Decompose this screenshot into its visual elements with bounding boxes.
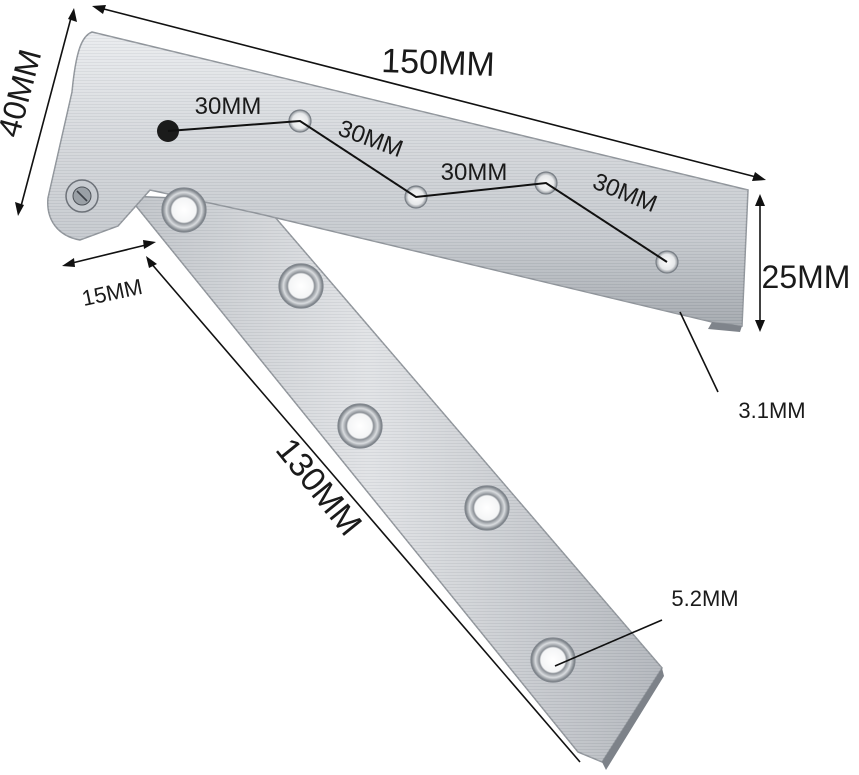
- spacing-label-1: 30MM: [195, 93, 262, 120]
- countersunk-hole: [337, 403, 383, 449]
- pivot-screw: [65, 179, 99, 213]
- label-15: 15MM: [80, 274, 145, 311]
- dimension-150: 150MM: [92, 5, 766, 181]
- label-150: 150MM: [381, 42, 496, 84]
- label-40: 40MM: [0, 46, 48, 141]
- countersunk-hole: [464, 485, 510, 531]
- spacing-label-3: 30MM: [441, 159, 508, 186]
- dimension-15: 15MM: [62, 240, 156, 311]
- countersunk-hole: [278, 263, 324, 309]
- hole-spacing-line: [167, 119, 668, 263]
- lower-arm-holes: [161, 187, 576, 683]
- leader-3.1: 3.1MM: [679, 311, 806, 423]
- top-arm: [47, 31, 749, 332]
- label-3.1: 3.1MM: [738, 398, 805, 423]
- leader-5.2: 5.2MM: [554, 586, 739, 667]
- countersunk-hole: [161, 187, 207, 233]
- dimension-25: 25MM: [755, 194, 850, 332]
- countersunk-hole: [530, 637, 576, 683]
- label-5.2: 5.2MM: [671, 586, 738, 611]
- label-25: 25MM: [762, 259, 851, 295]
